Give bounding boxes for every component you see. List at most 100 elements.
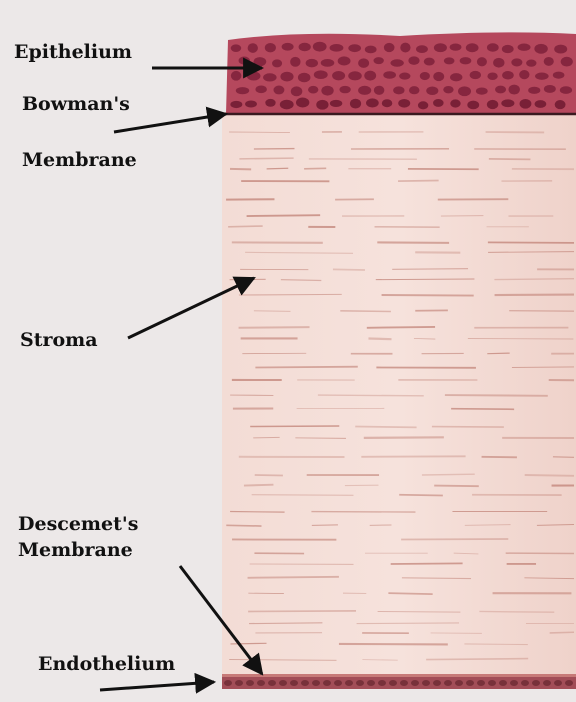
endothelium-cell — [235, 680, 243, 686]
stroma-fiber — [239, 294, 342, 295]
epithelium-cell — [450, 73, 462, 81]
stroma-fiber — [333, 269, 365, 270]
stroma-fiber — [512, 367, 574, 368]
epithelium-cell — [272, 59, 282, 67]
epithelium-cell — [255, 85, 266, 93]
endothelium-cell — [543, 680, 551, 686]
epithelium-cell — [458, 86, 471, 96]
endothelium-cell — [565, 680, 573, 686]
stroma-fiber — [250, 426, 339, 427]
stroma-fiber — [248, 611, 356, 612]
epithelium-cell — [393, 86, 404, 94]
endothelium-cell — [378, 680, 386, 686]
epithelium-cell — [501, 99, 514, 107]
descemets-label-line1: Descemet's — [18, 512, 138, 536]
epithelium-cell — [239, 57, 250, 65]
epithelium-cell — [544, 85, 556, 93]
stroma-fiber — [230, 643, 266, 644]
epithelium-label: Epithelium — [14, 40, 132, 64]
epithelium-cell — [314, 70, 328, 79]
epithelium-cell — [450, 44, 462, 51]
epithelium-cell — [400, 43, 410, 53]
epithelium-cell — [298, 73, 311, 82]
epithelium-cell — [231, 71, 241, 81]
endothelium-cell — [455, 680, 463, 686]
epithelium-cell — [313, 42, 327, 52]
stroma-fiber — [494, 279, 574, 280]
epithelium-cell — [434, 43, 447, 52]
stroma-fiber — [368, 338, 391, 339]
descemets-label-line2: Membrane — [18, 538, 133, 562]
epithelium-cell — [321, 59, 335, 67]
epithelium-cell — [282, 43, 294, 51]
stroma-fiber — [445, 395, 548, 396]
stroma-fiber — [247, 215, 321, 216]
stroma-fiber — [355, 427, 416, 428]
epithelium-cell — [280, 72, 293, 82]
endothelium-cell — [532, 680, 540, 686]
endothelium-cell — [290, 680, 298, 686]
endothelium-cell — [257, 680, 265, 686]
stroma-fiber — [399, 495, 443, 496]
stroma-fiber — [229, 132, 290, 133]
stroma-fiber — [248, 577, 339, 578]
stroma-fiber — [362, 660, 397, 661]
epithelium-cell — [467, 101, 479, 110]
epithelium-cell — [350, 99, 361, 109]
endothelium-label: Endothelium — [38, 652, 175, 676]
epithelium-cell — [509, 85, 520, 95]
epithelium-cell — [230, 101, 242, 108]
endothelium-cell — [224, 680, 232, 686]
epithelium-cell — [528, 87, 540, 94]
epithelium-cell — [493, 58, 504, 68]
epithelium-cell — [248, 43, 258, 53]
epithelium-cell — [330, 44, 344, 52]
bowmans-label-line2: Membrane — [22, 148, 137, 172]
epithelium-cell — [420, 72, 430, 80]
epithelium-cell — [487, 100, 498, 109]
endothelium-arrow — [100, 682, 214, 690]
epithelium-cell — [495, 86, 506, 94]
epithelium-cell — [358, 58, 369, 67]
epithelium-cell — [398, 99, 410, 108]
stroma-fiber — [376, 279, 475, 280]
stroma-fiber — [487, 353, 509, 354]
epithelium-cell — [358, 86, 371, 95]
epithelium-cell — [502, 45, 514, 53]
epithelium-cell — [416, 45, 428, 53]
stroma-fiber — [398, 180, 439, 181]
epithelium-cell — [364, 71, 376, 81]
stroma-fiber — [239, 158, 293, 159]
epithelium-cell — [418, 101, 428, 109]
stroma-fiber — [464, 644, 527, 645]
epithelium-cell — [520, 99, 532, 109]
epithelium-cell — [526, 60, 536, 67]
epithelium-cell — [424, 58, 435, 66]
endothelium-cell — [301, 680, 309, 686]
endothelium-cell — [466, 680, 474, 686]
epithelium-cell — [470, 71, 481, 79]
epithelium-cell — [535, 100, 547, 108]
stroma-fiber — [239, 327, 310, 328]
epithelium-cell — [273, 86, 284, 95]
epithelium-cell — [338, 56, 351, 65]
epithelium-cell — [316, 100, 328, 110]
stroma-fiber — [392, 269, 468, 270]
epithelium-cell — [265, 99, 275, 107]
endothelium-cell — [488, 680, 496, 686]
stroma-fiber — [401, 539, 508, 540]
stroma-fiber — [228, 226, 263, 227]
epithelium-cell — [444, 57, 455, 64]
stroma-label: Stroma — [20, 328, 98, 352]
endothelium-cell — [400, 680, 408, 686]
epithelium-cell — [390, 59, 403, 66]
epithelium-cell — [487, 72, 497, 79]
endothelium-cell — [345, 680, 353, 686]
stroma-fiber — [382, 295, 474, 296]
epithelium-cell — [426, 86, 438, 95]
epithelium-cell — [544, 57, 554, 66]
endothelium-cell — [510, 680, 518, 686]
stroma-fiber — [550, 632, 574, 633]
stroma-fiber — [378, 611, 461, 612]
bowmans-arrow — [114, 114, 226, 132]
